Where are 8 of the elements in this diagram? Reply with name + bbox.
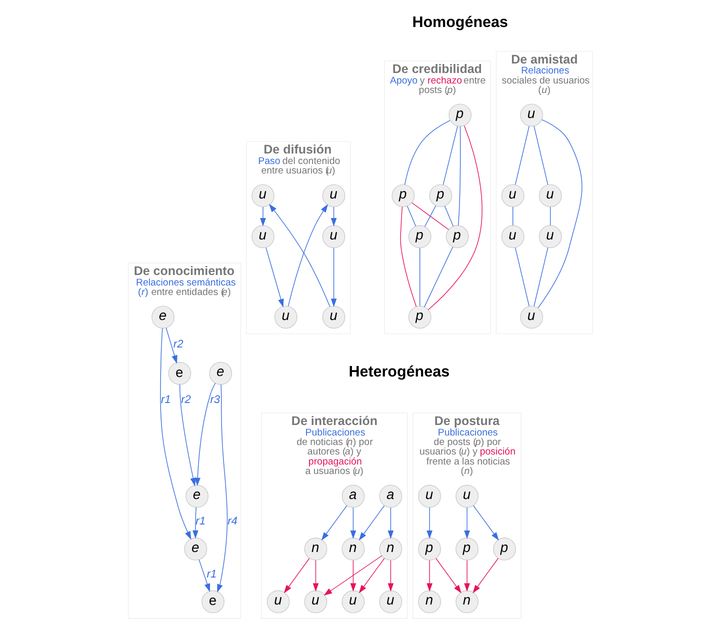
edge-label: r4 xyxy=(228,516,238,528)
edge-label: r3 xyxy=(210,394,220,406)
edge-label: r2 xyxy=(181,394,191,406)
edge-label: r1 xyxy=(160,394,171,406)
label: Heterogéneas xyxy=(348,364,450,381)
edge-label: r1 xyxy=(206,568,217,580)
edge-label: r2 xyxy=(173,338,184,351)
label: Homogéneas xyxy=(412,14,508,31)
